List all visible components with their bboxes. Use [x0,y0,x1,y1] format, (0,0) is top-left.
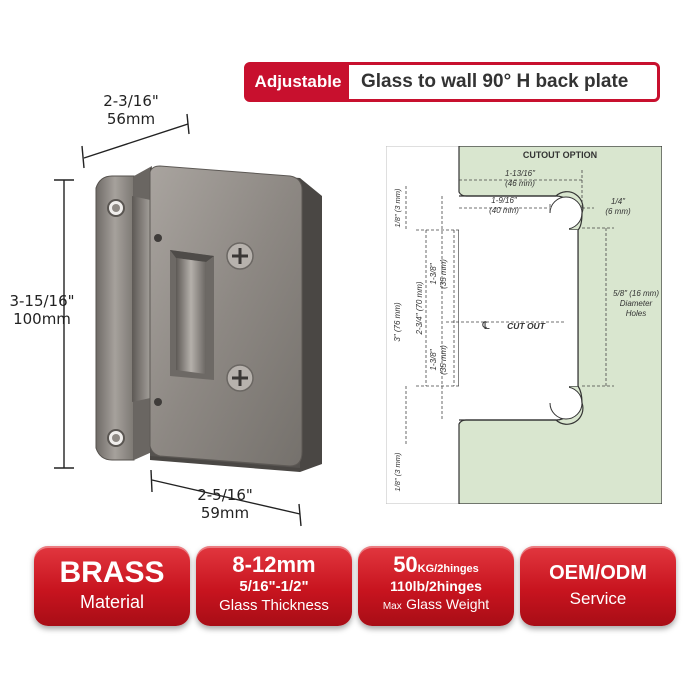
badge-thickness-big: 8-12mm [232,552,316,577]
diagram-title: CUTOUT OPTION [523,150,597,160]
badge-material-small: Material [79,592,145,612]
badge-material: BRASS Material [34,546,190,626]
height-label: 3-15/16" 100mm [2,292,82,328]
title-banner: Adjustable Glass to wall 90° H back plat… [244,62,660,102]
dimension-lines [54,113,302,527]
dim-inner: 2-3/4" (70 mm) [415,281,424,335]
height-mm: 100mm [13,310,71,328]
dim-w3-mm: (6 mm) [605,207,631,216]
width-bottom-mm: 59mm [200,504,250,522]
height-in: 3-15/16" [9,292,75,310]
dim-w2: 1-9/16" [491,196,518,205]
badge-weight-pre: Max [382,601,402,612]
badge-weight-small: Glass Weight [406,596,490,612]
dim-lower: 1-3/8" [429,348,438,370]
width-bottom-label: 2-5/16" 59mm [180,486,270,522]
dim-overall: 3" (76 mm) [393,302,402,342]
badge-weight: 50KG/2hinges 110lb/2hinges Max Glass Wei… [358,546,514,626]
badge-service: OEM/ODM Service [520,546,676,626]
product-title: Glass to wall 90° H back plate [361,71,629,92]
dim-top-gap: 1/8" (3 mm) [393,188,402,227]
width-top-mm: 56mm [106,110,156,128]
holes-line3: Holes [626,309,646,318]
screw-icon [226,364,254,392]
cutout-label: CUT OUT [507,321,546,331]
holes-line1: 5/8" (16 mm) [613,289,659,298]
badge-weight-unit: KG/2hinges [417,563,479,575]
badge-material-big: BRASS [59,556,165,589]
holes-line2: Diameter [620,299,653,308]
dim-w1-mm: (46 mm) [505,179,535,188]
badge-weight-mid: 110lb/2hinges [390,578,482,594]
badge-thickness-mid: 5/16"-1/2" [239,578,309,595]
hinge-product-image [54,113,322,527]
badge-service-small: Service [569,589,627,608]
dim-upper: 1-3/8" [429,262,438,284]
dim-w3: 1/4" [611,197,626,206]
width-top-label: 2-3/16" 56mm [86,92,176,128]
center-mark: ℄ [481,320,489,332]
badge-weight-big: 50 [393,552,418,577]
dim-bottom-gap: 1/8" (3 mm) [393,452,402,491]
dim-w1: 1-13/16" [505,169,536,178]
width-bottom-in: 2-5/16" [197,486,253,504]
width-top-in: 2-3/16" [103,92,159,110]
dim-w2-mm: (40 mm) [489,206,519,215]
badge-thickness-small: Glass Thickness [219,597,329,614]
cutout-diagram: CUTOUT OPTION 1-13/16" (46 mm) 1-9/16" (… [386,146,662,504]
dim-upper-mm: (35 mm) [439,259,448,289]
dim-lower-mm: (35 mm) [439,345,448,375]
adjustable-tag: Adjustable [247,65,349,99]
screw-icon [226,242,254,270]
badge-service-big: OEM/ODM [549,562,647,584]
badge-thickness: 8-12mm 5/16"-1/2" Glass Thickness [196,546,352,626]
